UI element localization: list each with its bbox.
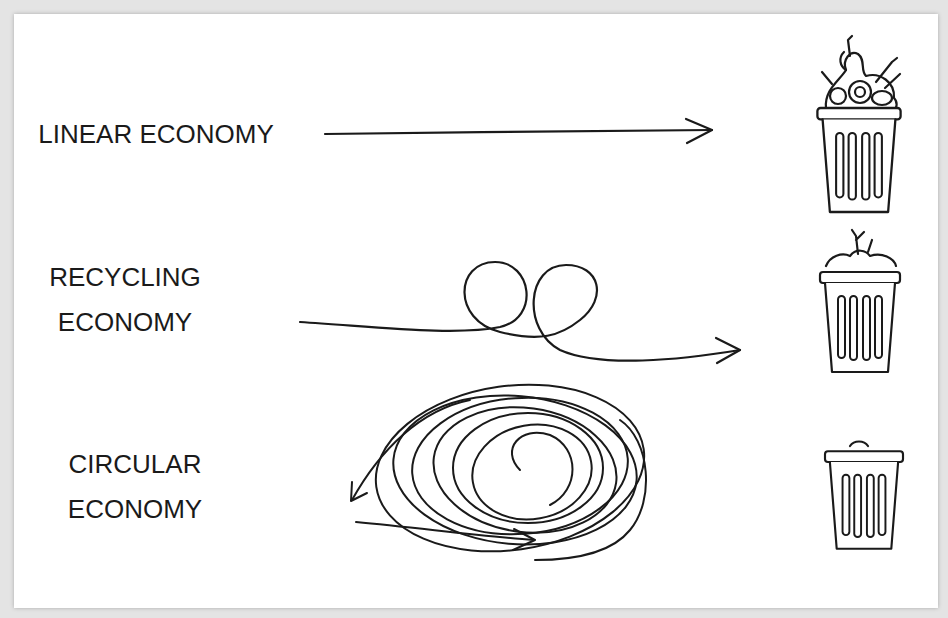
economy-label: CIRCULAR ECONOMY	[40, 442, 230, 532]
circular-spiral	[351, 368, 655, 568]
economy-label: LINEAR ECONOMY	[26, 112, 286, 157]
economy-label: RECYCLING ECONOMY	[30, 255, 220, 345]
empty-trash-bin	[825, 442, 903, 549]
full-trash-bin	[817, 36, 900, 212]
recycling-arrow	[300, 262, 740, 363]
half-trash-bin	[820, 230, 900, 372]
linear-arrow	[325, 119, 712, 143]
